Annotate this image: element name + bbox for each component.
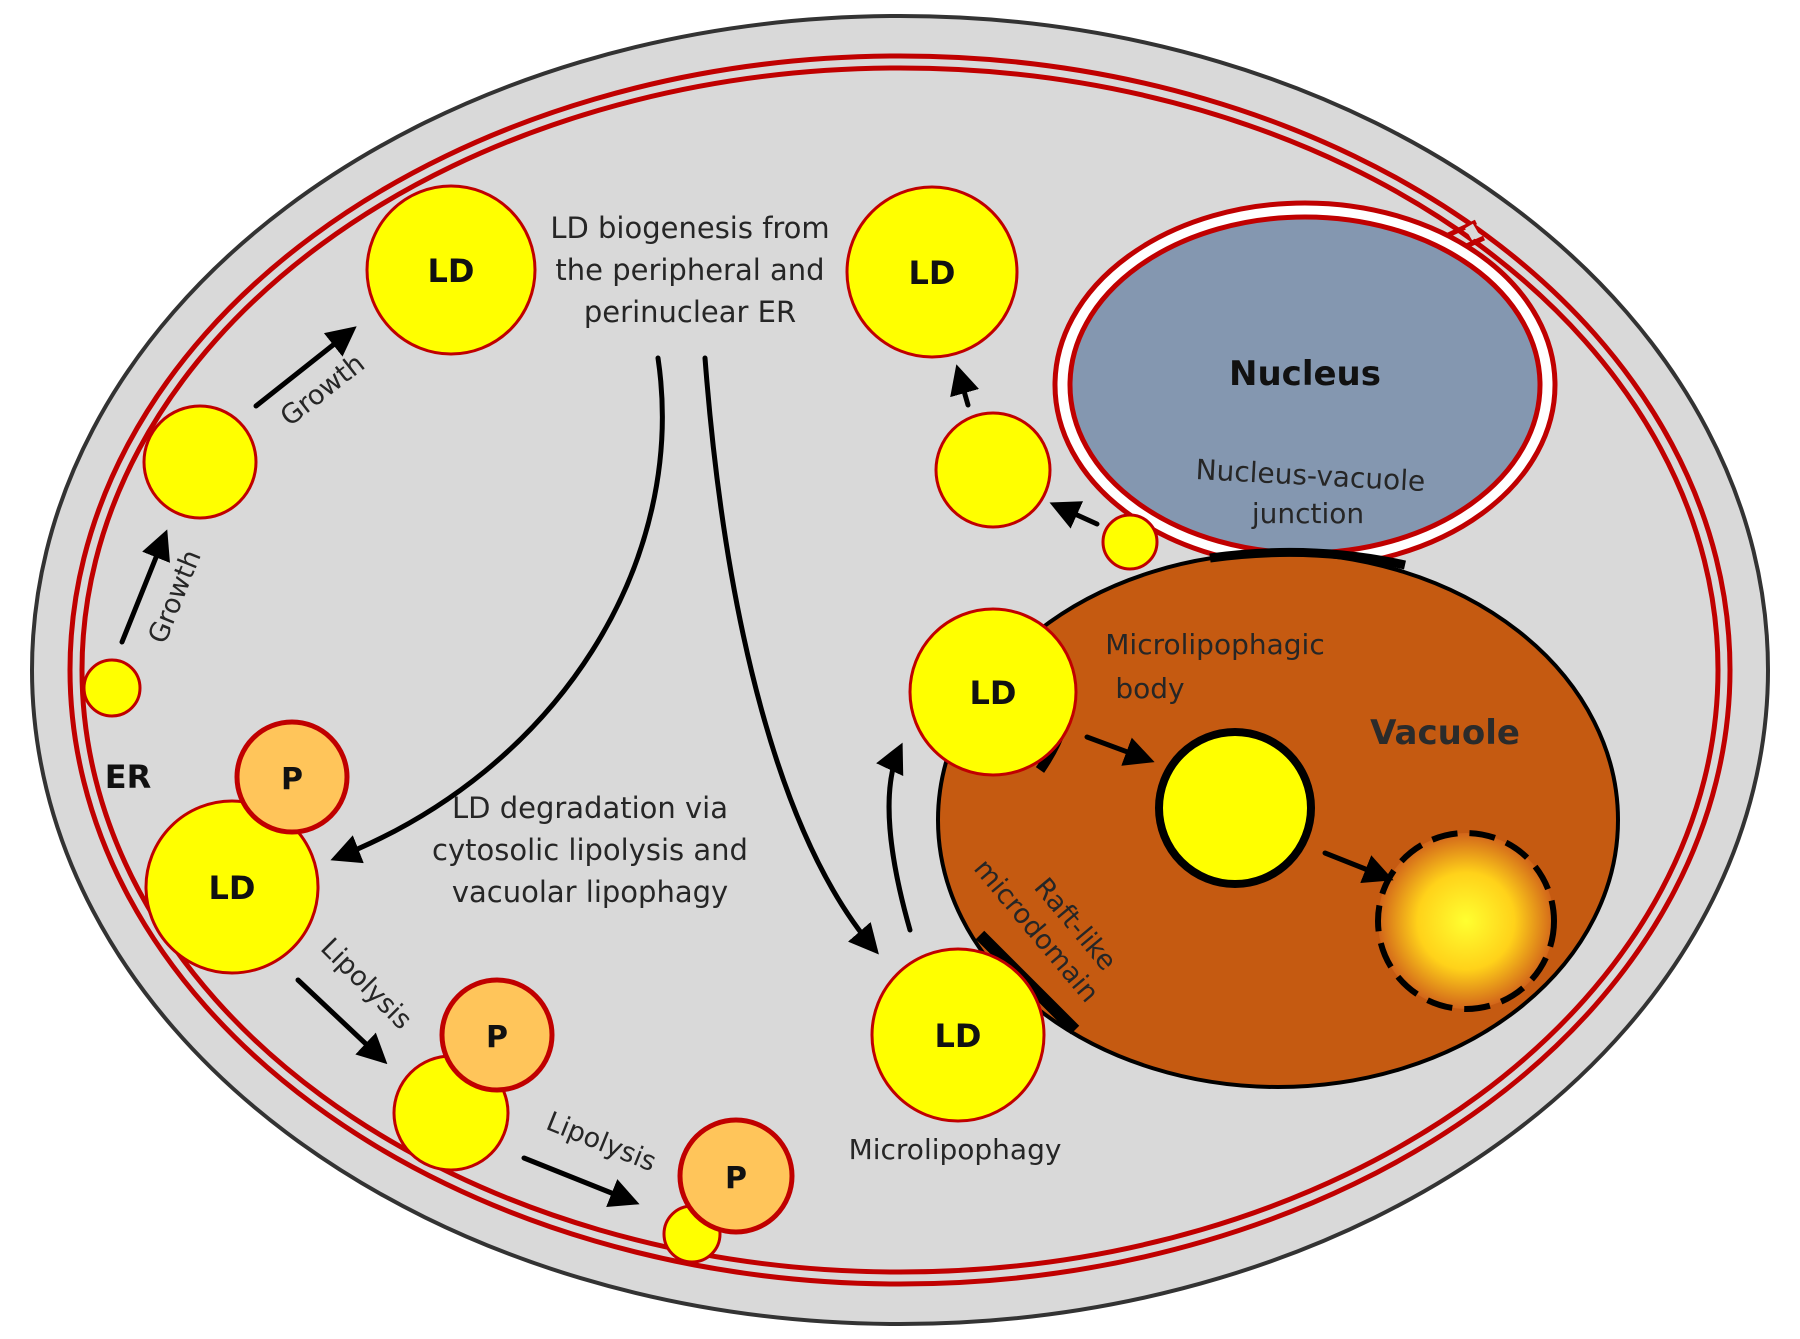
- nv-junction-contact: [1209, 547, 1406, 570]
- lipolysis-arrow-2: [521, 1155, 640, 1208]
- peroxisome: [439, 977, 555, 1093]
- ld-label: LD: [935, 1017, 982, 1055]
- microlipophagy-series: LD LD: [870, 607, 1078, 1123]
- peroxisome: [234, 719, 350, 835]
- peroxisome-label: P: [725, 1161, 747, 1196]
- degradation-label-line1: LD degradation via: [452, 791, 728, 825]
- ld-label: LD: [970, 674, 1017, 712]
- lipid-droplet-mature: [365, 184, 537, 356]
- plasma-membrane-inner: [79, 65, 1721, 1275]
- ld-label: LD: [428, 252, 475, 290]
- microlipophagic-body-label-line1: Microlipophagic: [1105, 628, 1324, 661]
- degradation-label-line3: vacuolar lipophagy: [452, 875, 728, 909]
- ld-label: LD: [209, 869, 256, 907]
- biogenesis-label-line1: LD biogenesis from: [550, 211, 829, 245]
- nucleus-label: Nucleus: [1229, 354, 1381, 394]
- lipid-droplet-growing: [934, 411, 1052, 529]
- microlipophagic-body-label-line2: body: [1115, 672, 1184, 705]
- plasma-membrane-outer: [67, 53, 1733, 1287]
- lipid-droplet-engulfing: [908, 607, 1078, 777]
- perinuclear-arrow-2: [950, 364, 980, 408]
- perinuclear-arrow-1: [1049, 501, 1100, 529]
- degrading-lipid-droplet: [1375, 830, 1557, 1012]
- perinuclear-ld-series: LD: [845, 185, 1159, 571]
- degradation-arrow: [330, 355, 665, 864]
- lipid-droplet-nascent: [82, 658, 142, 718]
- microlipophagic-body: [1155, 728, 1315, 888]
- lipid-droplet-mature: [845, 185, 1019, 359]
- lipid-droplet-nascent: [1101, 513, 1159, 571]
- microlipophagy-label: Microlipophagy: [849, 1133, 1062, 1166]
- microlipophagy-arrow: [702, 355, 879, 955]
- docking-arrow: [876, 742, 913, 933]
- degradation-label-line2: cytosolic lipolysis and: [432, 833, 748, 867]
- ld-label: LD: [909, 254, 956, 292]
- arrows: [119, 326, 1394, 1208]
- degradation-arrow-vacuole: [1322, 850, 1394, 884]
- lipid-droplet-docking: [870, 947, 1046, 1123]
- nv-junction-label-line2: junction: [1251, 497, 1364, 530]
- lipolysis-arrow-1: [295, 977, 388, 1065]
- biogenesis-label-line3: perinuclear ER: [584, 295, 796, 329]
- biogenesis-label-line2: the peripheral and: [555, 253, 824, 287]
- peroxisome: [677, 1117, 795, 1235]
- er-label: ER: [105, 758, 152, 796]
- peroxisome-label: P: [281, 762, 303, 797]
- lipid-droplet-growing: [142, 404, 258, 520]
- lipid-droplet-large: [144, 799, 320, 975]
- growth-arrow-1: [119, 529, 170, 645]
- nucleus: Nucleus Nucleus-vacuole junction: [1052, 200, 1558, 570]
- vacuole-label: Vacuole: [1370, 713, 1520, 753]
- engulfment-arrow: [1084, 734, 1155, 766]
- lipolysis-series: LD P P P: [144, 719, 795, 1264]
- peroxisome-label: P: [486, 1020, 508, 1055]
- growth-arrow-2: [253, 326, 357, 409]
- er-ld-growth-series: LD: [82, 184, 537, 718]
